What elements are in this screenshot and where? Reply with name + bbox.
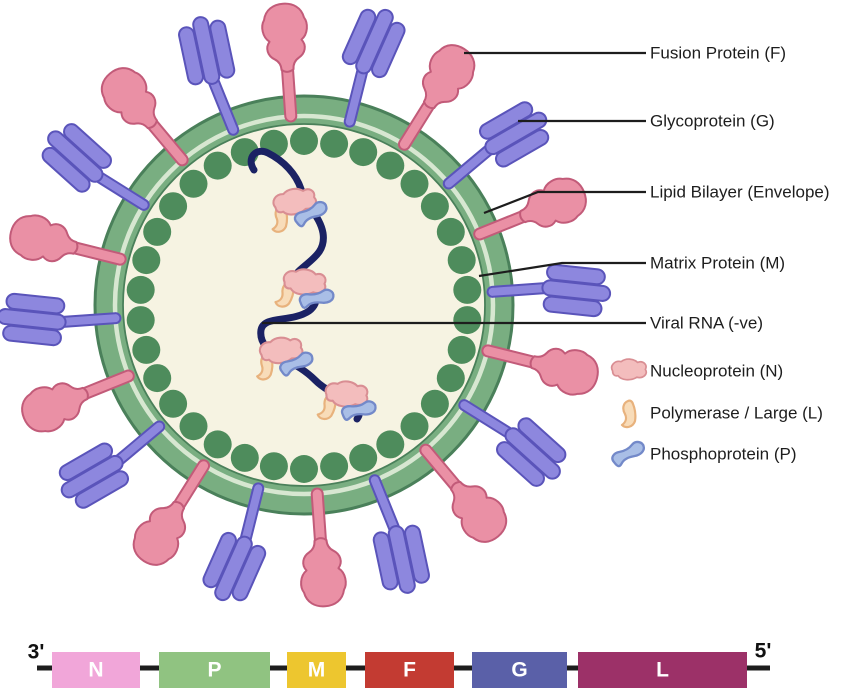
matrix-protein-dot bbox=[290, 127, 318, 155]
matrix-protein-dot bbox=[349, 443, 378, 472]
matrix-protein-label: Matrix Protein (M) bbox=[650, 254, 785, 273]
matrix-protein-dot bbox=[159, 192, 188, 221]
matrix-protein-dot bbox=[159, 389, 188, 418]
viral-rna-label: Viral RNA (-ve) bbox=[650, 314, 763, 333]
matrix-protein-dot bbox=[436, 217, 465, 246]
matrix-protein-dot bbox=[447, 335, 476, 364]
annotation-labels: Fusion Protein (F) Glycoprotein (G) Lipi… bbox=[610, 44, 830, 468]
matrix-protein-dot bbox=[143, 364, 172, 393]
leader-lines bbox=[262, 51, 646, 325]
polymerase-icon bbox=[620, 399, 637, 429]
matrix-protein-dot bbox=[203, 151, 232, 180]
matrix-protein-dot bbox=[132, 335, 161, 364]
genome-map: 3' 5' N P M F G L bbox=[28, 640, 772, 688]
matrix-protein-dot bbox=[436, 364, 465, 393]
gene-box-L bbox=[578, 652, 747, 688]
matrix-protein-dot bbox=[290, 455, 318, 483]
virion bbox=[0, 0, 617, 613]
lipid-bilayer-label: Lipid Bilayer (Envelope) bbox=[650, 183, 830, 202]
matrix-protein-dot bbox=[376, 151, 405, 180]
matrix-protein-dot bbox=[420, 389, 449, 418]
five-prime-label: 5' bbox=[755, 640, 772, 663]
matrix-protein-dot bbox=[453, 275, 482, 304]
matrix-protein-leader-line bbox=[478, 261, 646, 278]
phosphoprotein-label: Phosphoprotein (P) bbox=[650, 445, 796, 464]
gene-label-F: F bbox=[403, 659, 416, 682]
gene-box-N bbox=[52, 652, 140, 688]
gene-box-F bbox=[365, 652, 454, 688]
gene-label-N: N bbox=[88, 659, 103, 682]
matrix-protein-dot bbox=[259, 452, 288, 481]
glycoprotein-label: Glycoprotein (G) bbox=[650, 112, 775, 131]
gene-label-L: L bbox=[656, 659, 669, 682]
matrix-protein-dot bbox=[126, 275, 155, 304]
matrix-protein-dot bbox=[400, 169, 429, 198]
matrix-protein-dot bbox=[453, 306, 482, 335]
gene-label-G: G bbox=[511, 659, 527, 682]
matrix-protein-dot bbox=[230, 443, 259, 472]
matrix-protein-dot bbox=[400, 412, 429, 441]
matrix-protein-dot bbox=[179, 169, 208, 198]
gene-label-P: P bbox=[207, 659, 221, 682]
matrix-protein-dot bbox=[349, 138, 378, 167]
lipid-bilayer-leader-line bbox=[483, 190, 646, 215]
matrix-protein-dot bbox=[320, 129, 349, 158]
gene-box-M bbox=[287, 652, 346, 688]
matrix-protein-dot bbox=[126, 306, 155, 335]
gene-box-G bbox=[472, 652, 567, 688]
gene-box-P bbox=[159, 652, 270, 688]
matrix-protein-dot bbox=[179, 412, 208, 441]
matrix-protein-dot bbox=[320, 452, 349, 481]
nucleoprotein-label: Nucleoprotein (N) bbox=[650, 362, 783, 381]
matrix-protein-dot bbox=[447, 246, 476, 275]
matrix-protein-dot bbox=[420, 192, 449, 221]
matrix-protein-dot bbox=[143, 217, 172, 246]
phosphoprotein-icon bbox=[611, 440, 646, 468]
matrix-protein-dot bbox=[132, 246, 161, 275]
matrix-protein-dot bbox=[376, 430, 405, 459]
matrix-protein-ring bbox=[126, 127, 482, 483]
matrix-protein-dot bbox=[203, 430, 232, 459]
gene-label-M: M bbox=[308, 659, 326, 682]
nucleoprotein-icon bbox=[610, 358, 648, 381]
polymerase-label: Polymerase / Large (L) bbox=[650, 404, 823, 423]
fusion-protein-label: Fusion Protein (F) bbox=[650, 44, 786, 63]
three-prime-label: 3' bbox=[28, 641, 45, 664]
